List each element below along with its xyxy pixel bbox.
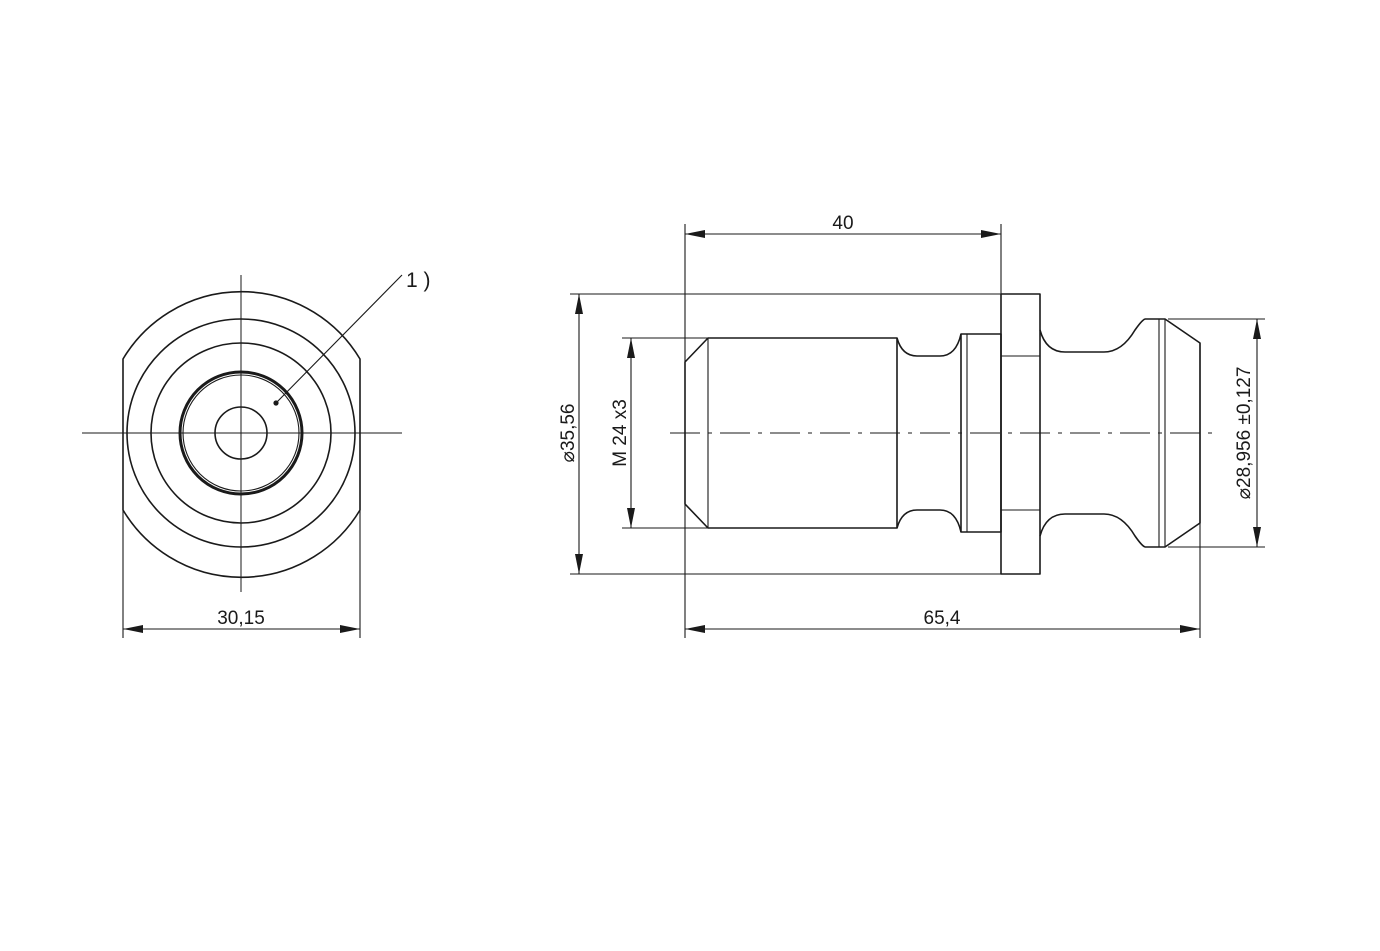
knob-dia-symbol: ⌀ [1234,488,1255,499]
width-arrow-right [340,625,360,633]
callout-leader [275,274,403,404]
thread-label: M 24 x3 [610,399,631,467]
callout-dot [273,400,279,406]
dim654-arrow-right [1180,625,1200,633]
flange-outline [1000,293,1041,575]
knob-dia-arrow-bottom [1253,527,1261,547]
knob-dia-value: 28,956 ±0,127 [1234,367,1255,488]
dim40-label: 40 [832,213,853,234]
dim654-arrow-left [685,625,705,633]
neck-lower-contour [896,509,962,533]
flange-dia-value: 35,56 [558,404,579,452]
stem-lower-contour [1039,513,1146,548]
thread-arrow-bottom [627,508,635,528]
flange-dia-symbol: ⌀ [558,451,579,462]
knob-dia-label: ⌀28,956 ±0,127 [1234,367,1255,500]
width-arrow-left [123,625,143,633]
front-view: 1 ) 30,15 [82,269,431,638]
flange-dia-arrow-bottom [575,554,583,574]
knob-dia-arrow-top [1253,319,1261,339]
dim40-arrow-right [981,230,1001,238]
width-dimension-label: 30,15 [217,608,265,629]
dim40-arrow-left [685,230,705,238]
flange-dia-arrow-top [575,294,583,314]
side-view: 40 65,4 ⌀35,56 M 24 x3 ⌀28,956 ±0,127 [558,213,1265,638]
callout-label: 1 ) [406,269,431,292]
dim654-label: 65,4 [924,608,961,629]
stem-upper-contour [1039,318,1146,353]
neck-upper-contour [896,333,962,357]
flange-dia-label: ⌀35,56 [558,404,579,463]
thread-arrow-top [627,338,635,358]
